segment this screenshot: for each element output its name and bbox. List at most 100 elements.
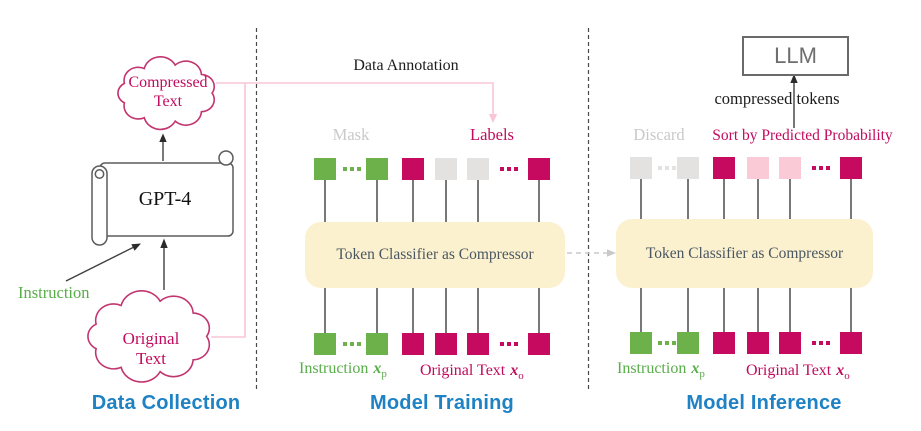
- dot: [672, 166, 676, 170]
- token-square-gray: [630, 157, 652, 179]
- dot: [514, 167, 518, 171]
- token-square-gray: [467, 158, 489, 180]
- dot: [500, 342, 504, 346]
- ellipsis-dots-green: [343, 342, 361, 346]
- dot: [672, 341, 676, 345]
- dot: [812, 166, 816, 170]
- labels-label: Labels: [470, 125, 514, 144]
- data-annotation-connector-line: [211, 82, 494, 338]
- dot: [500, 167, 504, 171]
- dot: [514, 342, 518, 346]
- ellipsis-dots-green: [658, 341, 676, 345]
- token-square-crimson: [840, 332, 862, 354]
- mask-label: Mask: [332, 125, 370, 144]
- panel-title-model-inference: Model Inference: [686, 392, 842, 414]
- token-square-crimson: [840, 157, 862, 179]
- token-square-green: [630, 332, 652, 354]
- dot: [357, 167, 361, 171]
- token-square-green: [314, 333, 336, 355]
- data-annotation-label: Data Annotation: [353, 57, 459, 74]
- ellipsis-dots-crimson: [500, 167, 518, 171]
- token-square-crimson: [402, 158, 424, 180]
- dot: [819, 166, 823, 170]
- dot: [826, 341, 830, 345]
- token-square-green: [366, 158, 388, 180]
- dot: [665, 166, 669, 170]
- compressed-text-cloud: [118, 57, 214, 130]
- token-square-crimson: [467, 333, 489, 355]
- ellipsis-dots-green: [343, 167, 361, 171]
- token-square-gray: [677, 157, 699, 179]
- train-token-lines: [324, 180, 540, 334]
- llm-box: LLM: [742, 36, 849, 76]
- token-square-pink: [747, 157, 769, 179]
- ellipsis-dots-crimson: [500, 342, 518, 346]
- token-square-crimson: [528, 158, 550, 180]
- math-var-xo: x: [836, 362, 845, 379]
- dot: [357, 342, 361, 346]
- compressed-tokens-arrowhead: [790, 74, 798, 83]
- token-square-crimson: [713, 157, 735, 179]
- dot: [826, 166, 830, 170]
- sort-by-probability-label: Sort by Predicted Probability: [712, 127, 893, 144]
- panel-title-model-training: Model Training: [370, 392, 514, 414]
- token-square-crimson: [528, 333, 550, 355]
- token-square-green: [366, 333, 388, 355]
- panel-title-data-collection: Data Collection: [91, 392, 241, 414]
- token-classifier-box-inference: Token Classifier as Compressor: [616, 219, 873, 288]
- ellipsis-dots-crimson: [812, 166, 830, 170]
- dot: [350, 167, 354, 171]
- compressed-tokens-label: compressed tokens: [714, 89, 840, 108]
- original-to-gpt4-arrowhead: [160, 238, 168, 248]
- classifier-transfer-arrowhead: [607, 249, 616, 257]
- token-classifier-label: Token Classifier as Compressor: [336, 246, 534, 263]
- dot: [343, 167, 347, 171]
- math-var-xp: x: [373, 360, 382, 377]
- left-panel-arrows: [65, 141, 165, 290]
- math-var-xo: x: [510, 362, 519, 379]
- math-var-xp: x: [691, 360, 700, 377]
- scroll-to-cloud-arrowhead: [159, 133, 167, 142]
- dot: [507, 342, 511, 346]
- token-square-crimson: [435, 333, 457, 355]
- token-square-crimson: [747, 332, 769, 354]
- ellipsis-dots-gray: [658, 166, 676, 170]
- dot: [658, 341, 662, 345]
- gpt4-scroll-shape: [91, 150, 234, 246]
- dot: [658, 166, 662, 170]
- token-square-green: [314, 158, 336, 180]
- llm-label: LLM: [774, 43, 817, 68]
- discard-label: Discard: [633, 125, 685, 144]
- instruction-arrowhead: [131, 243, 141, 251]
- token-square-crimson: [779, 332, 801, 354]
- original-text-cloud: [88, 291, 209, 382]
- dot: [350, 342, 354, 346]
- instruction-label: Instruction: [18, 283, 90, 302]
- token-square-green: [677, 332, 699, 354]
- token-square-pink: [779, 157, 801, 179]
- token-classifier-label: Token Classifier as Compressor: [645, 244, 844, 262]
- dot: [507, 167, 511, 171]
- token-square-crimson: [402, 333, 424, 355]
- token-square-crimson: [713, 332, 735, 354]
- original-text-cloud-label: Original Text: [122, 329, 180, 369]
- dot: [819, 341, 823, 345]
- token-square-gray: [435, 158, 457, 180]
- token-classifier-box-training: Token Classifier as Compressor: [305, 222, 565, 288]
- gpt4-label: GPT-4: [138, 188, 192, 210]
- ellipsis-dots-crimson: [812, 341, 830, 345]
- compressed-text-cloud-label: Compressed Text: [128, 74, 208, 111]
- dot: [812, 341, 816, 345]
- dot: [343, 342, 347, 346]
- dot: [665, 341, 669, 345]
